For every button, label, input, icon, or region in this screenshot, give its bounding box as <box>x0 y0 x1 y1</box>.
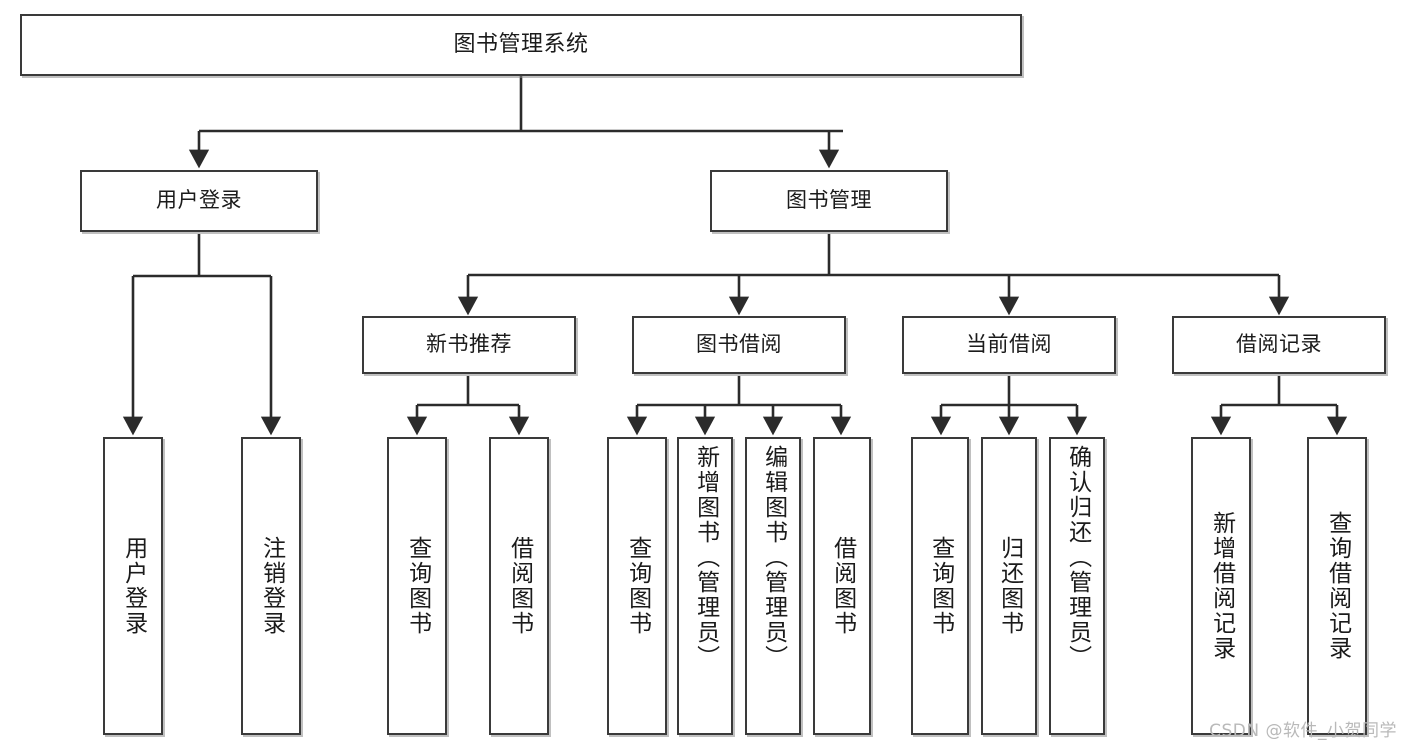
leaf-edit-book-admin[interactable]: 编辑图书（管理员） <box>745 437 801 735</box>
node-label: 查询图书 <box>404 536 431 636</box>
node-label: 查询图书 <box>624 536 651 636</box>
node-label: 用户登录 <box>156 188 242 213</box>
node-root-book-management-system[interactable]: 图书管理系统 <box>20 14 1022 76</box>
leaf-borrow-book-borrowing[interactable]: 借阅图书 <box>813 437 871 735</box>
leaf-confirm-return-admin[interactable]: 确认归还（管理员） <box>1049 437 1105 735</box>
leaf-query-book-borrowing[interactable]: 查询图书 <box>607 437 667 735</box>
node-label: 确认归还（管理员） <box>1064 445 1091 670</box>
csdn-watermark: CSDN @软件_小贺同学 <box>1209 721 1397 741</box>
node-book-borrowing[interactable]: 图书借阅 <box>632 316 846 374</box>
node-label: 借阅图书 <box>829 536 856 636</box>
node-new-book-recommendation[interactable]: 新书推荐 <box>362 316 576 374</box>
node-book-management[interactable]: 图书管理 <box>710 170 948 232</box>
node-user-login[interactable]: 用户登录 <box>80 170 318 232</box>
leaf-user-login[interactable]: 用户登录 <box>103 437 163 735</box>
leaf-return-book[interactable]: 归还图书 <box>981 437 1037 735</box>
node-label: 借阅记录 <box>1236 332 1322 357</box>
node-label: 图书管理系统 <box>453 31 589 57</box>
leaf-query-book-new-recommendation[interactable]: 查询图书 <box>387 437 447 735</box>
node-label: 归还图书 <box>996 536 1023 636</box>
node-label: 图书借阅 <box>696 332 782 357</box>
leaf-add-book-admin[interactable]: 新增图书（管理员） <box>677 437 733 735</box>
node-label: 新书推荐 <box>426 332 512 357</box>
leaf-query-borrowing-record[interactable]: 查询借阅记录 <box>1307 437 1367 735</box>
node-current-borrowing[interactable]: 当前借阅 <box>902 316 1116 374</box>
node-label: 借阅图书 <box>506 536 533 636</box>
node-label: 查询图书 <box>927 536 954 636</box>
node-borrowing-record[interactable]: 借阅记录 <box>1172 316 1386 374</box>
node-label: 注销登录 <box>258 536 285 636</box>
leaf-add-borrowing-record[interactable]: 新增借阅记录 <box>1191 437 1251 735</box>
leaf-query-book-current[interactable]: 查询图书 <box>911 437 969 735</box>
node-label: 查询借阅记录 <box>1324 511 1351 661</box>
leaf-borrow-book-new-recommendation[interactable]: 借阅图书 <box>489 437 549 735</box>
node-label: 当前借阅 <box>966 332 1052 357</box>
node-label: 用户登录 <box>120 536 147 636</box>
node-label: 新增图书（管理员） <box>692 445 719 670</box>
node-label: 新增借阅记录 <box>1208 511 1235 661</box>
node-label: 图书管理 <box>786 188 872 213</box>
leaf-logout-login[interactable]: 注销登录 <box>241 437 301 735</box>
node-label: 编辑图书（管理员） <box>760 445 787 670</box>
